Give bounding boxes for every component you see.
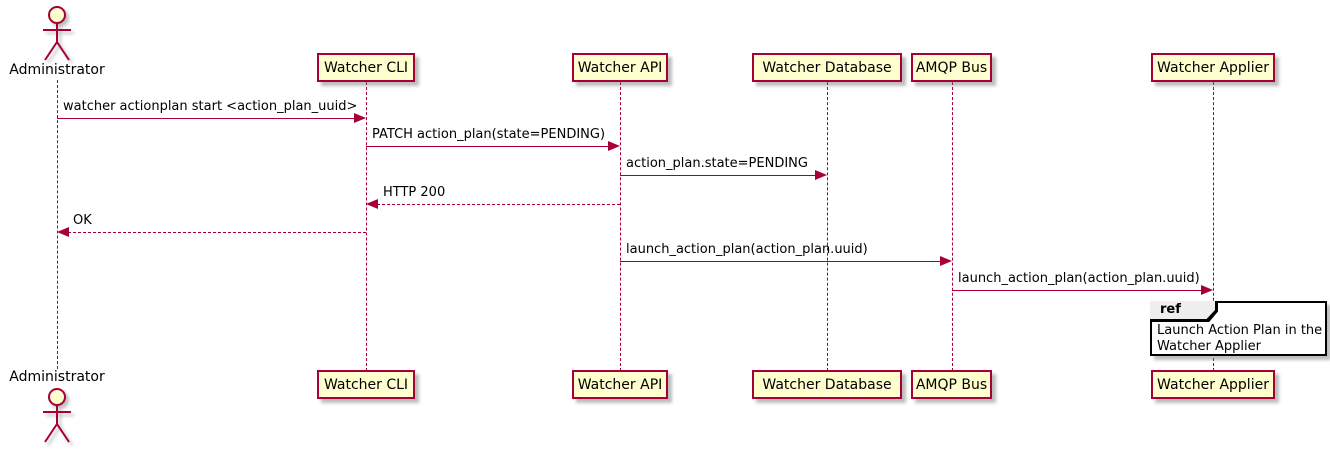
arrowhead-right-icon [815, 170, 827, 180]
participant-label: Watcher CLI [323, 376, 409, 393]
arrowhead-right-icon [608, 141, 620, 151]
message-label-3: action_plan.state=PENDING [626, 156, 808, 171]
message-label-1: watcher actionplan start <action_plan_uu… [63, 99, 358, 114]
participant-label: Watcher Applier [1157, 376, 1269, 393]
lifeline-administrator [57, 80, 58, 369]
ref-tab: ref [1150, 301, 1218, 322]
message-label-4: HTTP 200 [383, 185, 446, 200]
actor-label-bottom: Administrator [9, 369, 105, 385]
message-line-4 [377, 204, 620, 205]
participant-watcher-cli-top: Watcher CLI [317, 53, 415, 82]
participant-label: AMQP Bus [915, 59, 988, 76]
participant-watcher-database-top: Watcher Database [752, 53, 902, 82]
arrowhead-right-icon [940, 256, 952, 266]
participant-label: AMQP Bus [915, 376, 988, 393]
ref-fragment: ref Launch Action Plan in the Watcher Ap… [1150, 301, 1327, 356]
participant-label: Watcher Database [762, 59, 892, 76]
message-line-6 [620, 261, 940, 262]
message-label-7: launch_action_plan(action_plan.uuid) [958, 271, 1200, 286]
message-line-2 [366, 146, 609, 147]
message-line-7 [952, 290, 1201, 291]
message-label-5: OK [73, 213, 92, 228]
participant-label: Watcher Database [762, 376, 892, 393]
participant-watcher-applier-bottom: Watcher Applier [1151, 370, 1275, 399]
ref-text-line2: Watcher Applier [1157, 339, 1261, 354]
ref-body: Launch Action Plan in the Watcher Applie… [1152, 323, 1325, 355]
message-label-6: launch_action_plan(action_plan.uuid) [626, 242, 868, 257]
arrowhead-left-icon [366, 199, 378, 209]
participant-amqp-bus-bottom: AMQP Bus [911, 370, 992, 399]
message-line-1 [57, 118, 355, 119]
lifeline-watcher-database [827, 82, 828, 371]
arrowhead-right-icon [354, 113, 366, 123]
actor-label-top: Administrator [9, 62, 105, 78]
message-label-2: PATCH action_plan(state=PENDING) [372, 127, 606, 142]
participant-label: Watcher API [577, 376, 663, 393]
participant-watcher-database-bottom: Watcher Database [752, 370, 902, 399]
participant-amqp-bus-top: AMQP Bus [911, 53, 992, 82]
arrowhead-left-icon [57, 227, 69, 237]
participant-label: Watcher API [577, 59, 663, 76]
ref-text-line1: Launch Action Plan in the [1157, 323, 1323, 338]
ref-keyword: ref [1160, 302, 1181, 317]
lifeline-amqp-bus [952, 82, 953, 371]
message-line-5 [68, 232, 366, 233]
lifeline-watcher-applier [1213, 82, 1214, 371]
message-line-3 [620, 175, 816, 176]
participant-label: Watcher Applier [1157, 59, 1269, 76]
participant-watcher-api-bottom: Watcher API [572, 370, 668, 399]
actor-icon [39, 5, 75, 66]
ref-tab-shape [1150, 301, 1215, 319]
lifeline-watcher-cli [366, 82, 367, 371]
participant-watcher-api-top: Watcher API [572, 53, 668, 82]
actor-icon [39, 387, 75, 448]
lifeline-watcher-api [620, 82, 621, 371]
participant-watcher-cli-bottom: Watcher CLI [317, 370, 415, 399]
participant-label: Watcher CLI [323, 59, 409, 76]
participant-watcher-applier-top: Watcher Applier [1151, 53, 1275, 82]
arrowhead-right-icon [1201, 285, 1213, 295]
